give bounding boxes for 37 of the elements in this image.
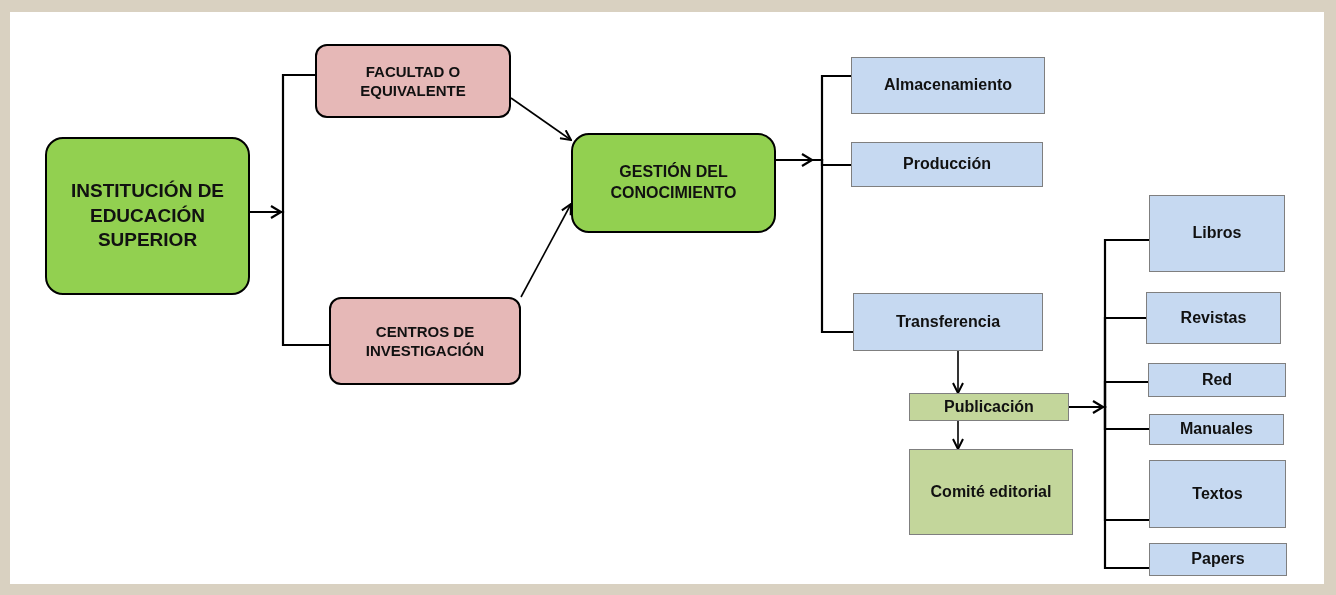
- node-label: GESTIÓN DEL CONOCIMIENTO: [609, 162, 738, 203]
- box: [1149, 460, 1286, 528]
- rounded-box: [45, 137, 250, 295]
- arrow: [510, 97, 572, 141]
- box: [1149, 414, 1284, 445]
- box: [1149, 543, 1287, 576]
- arrow: [952, 350, 964, 394]
- node-label: Manuales: [1180, 419, 1253, 440]
- bracket-connector: [250, 73, 329, 347]
- node-label: Publicación: [944, 396, 1034, 417]
- box: [1146, 292, 1281, 344]
- node-label: INSTITUCIÓN DE EDUCACIÓN SUPERIOR: [69, 178, 226, 253]
- node-label: Textos: [1192, 483, 1243, 504]
- node-label: Producción: [903, 154, 991, 175]
- node-label: FACULTAD O EQUIVALENTE: [359, 61, 467, 101]
- node-label: Papers: [1191, 549, 1245, 570]
- rounded-box: [329, 297, 521, 385]
- node-label: Comité editorial: [930, 481, 1052, 502]
- rounded-box: [315, 44, 511, 118]
- node-label: Almacenamiento: [883, 75, 1012, 96]
- node-label: Transferencia: [895, 311, 1001, 332]
- arrow: [952, 420, 964, 450]
- box: [909, 449, 1073, 535]
- bracket-connector: [776, 74, 853, 334]
- box: [909, 393, 1069, 421]
- box: [851, 57, 1045, 114]
- box: [851, 142, 1043, 187]
- arrow: [520, 203, 572, 298]
- node-label: Libros: [1192, 223, 1242, 244]
- box: [1149, 195, 1285, 272]
- box: [1148, 363, 1286, 397]
- node-label: Revistas: [1180, 307, 1247, 328]
- node-label: Red: [1201, 369, 1233, 390]
- node-label: CENTROS DE INVESTIGACIÓN: [364, 321, 486, 361]
- bracket-connector: [1069, 238, 1149, 570]
- box: [853, 293, 1043, 351]
- rounded-box: [571, 133, 776, 233]
